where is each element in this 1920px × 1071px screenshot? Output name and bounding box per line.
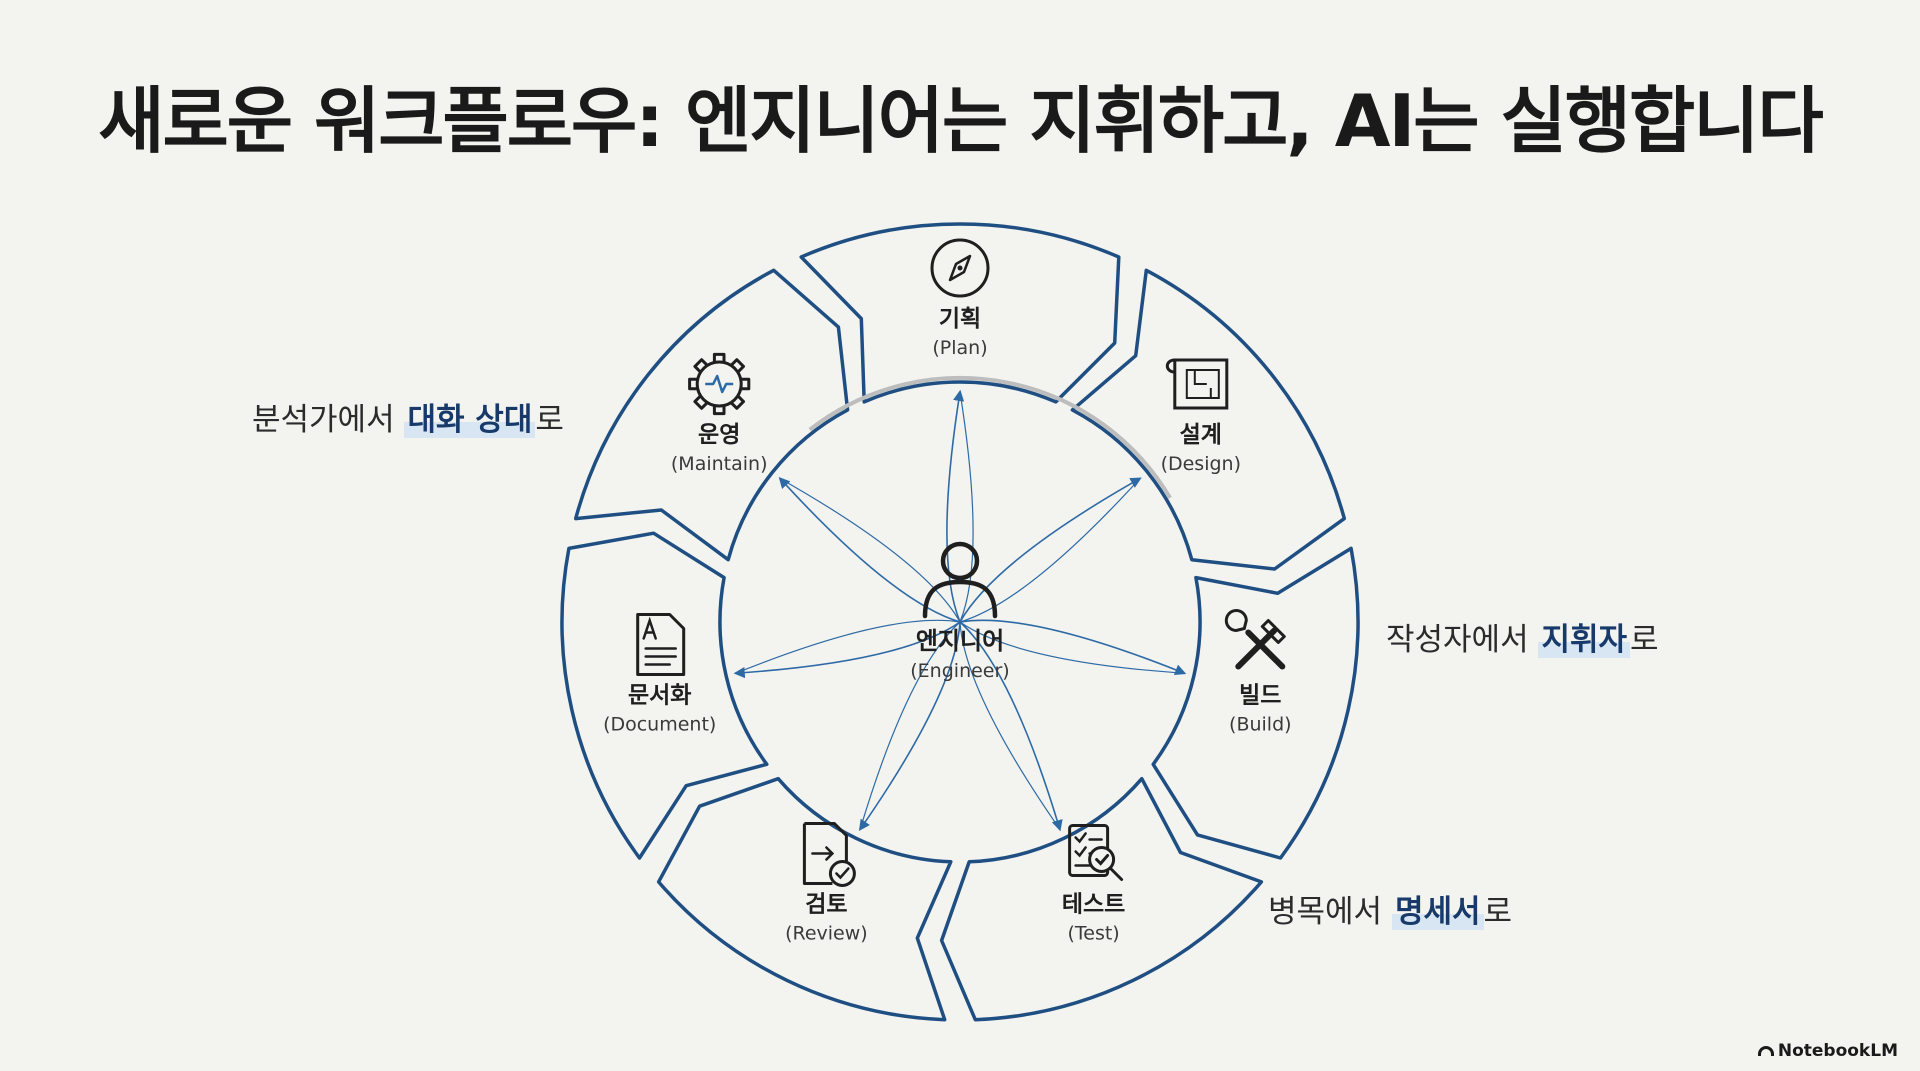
stage-sublabel: (Test): [1067, 923, 1119, 945]
note-build: 작성자에서 지휘자로: [1386, 614, 1659, 659]
note-build-highlight: 지휘자: [1538, 622, 1631, 658]
note-build-pre: 작성자에서: [1386, 622, 1539, 658]
stage-label: 운영: [698, 422, 740, 448]
spoke-curve-test: [959, 621, 1061, 830]
person-icon: [922, 541, 998, 619]
note-maintain-post: 로: [535, 402, 564, 438]
stage-review: 검토 (Review): [785, 822, 868, 945]
notebooklm-icon: [1757, 1046, 1774, 1056]
spoke-curve-document: [735, 619, 961, 674]
note-test: 병목에서 명세서로: [1268, 886, 1512, 931]
stage-segment-build: [1151, 546, 1360, 860]
spoke-arrow-plan: [946, 389, 965, 623]
stage-sublabel: (Build): [1229, 714, 1292, 736]
plan-design-arc: [808, 376, 1172, 499]
note-test-post: 로: [1483, 894, 1513, 930]
note-test-highlight: 명세서: [1391, 894, 1484, 930]
note-maintain-highlight: 대화 상대: [404, 402, 536, 438]
spoke-curve-maintain: [779, 478, 961, 623]
document-text-icon: [636, 613, 686, 676]
stage-label: 빌드: [1239, 683, 1281, 709]
stage-sublabel: (Design): [1161, 453, 1241, 475]
stage-design: 설계 (Design): [1161, 358, 1241, 475]
stage-segment-maintain: [573, 268, 850, 562]
stage-build: 빌드 (Build): [1224, 609, 1292, 736]
stage-label: 검토: [805, 892, 847, 918]
document-check-icon: [802, 822, 856, 887]
spoke-arrow-review: [858, 621, 961, 832]
stage-sublabel: (Review): [785, 923, 868, 945]
stage-sublabel: (Maintain): [671, 453, 768, 475]
spoke-arrow-design: [959, 477, 1142, 623]
center-sublabel: (Engineer): [910, 660, 1009, 682]
stage-segment-test: [939, 776, 1264, 1022]
checklist-search-icon: [1068, 824, 1124, 881]
spoke-curve-build: [959, 621, 1185, 674]
spoke-arrow-maintain: [778, 476, 961, 623]
brand-name: NotebookLM: [1777, 1041, 1898, 1061]
stage-plan: 기획 (Plan): [930, 238, 990, 359]
stage-label: 문서화: [628, 683, 691, 709]
stage-test: 테스트 (Test): [1062, 824, 1125, 945]
spoke-curve-review: [859, 621, 961, 830]
stage-segment-design: [1070, 268, 1347, 571]
tools-icon: [1224, 609, 1286, 670]
stage-segment-plan: [799, 222, 1121, 404]
stage-label: 테스트: [1062, 892, 1125, 918]
stage-document: 문서화 (Document): [603, 613, 716, 736]
engineer-hub: 엔지니어 (Engineer): [910, 541, 1010, 682]
center-label: 엔지니어: [916, 627, 1004, 655]
spoke-curve-design: [959, 478, 1141, 623]
compass-icon: [930, 238, 990, 298]
spoke-curve-plan: [959, 391, 974, 623]
stage-sublabel: (Plan): [932, 337, 987, 359]
spoke-arrow-build: [959, 619, 1187, 676]
stage-label: 기획: [939, 306, 981, 332]
gear-pulse-icon: [688, 352, 751, 416]
stage-maintain: 운영 (Maintain): [671, 352, 768, 475]
page-title: 새로운 워크플로우: 엔지니어는 지휘하고, AI는 실행합니다: [98, 79, 1824, 163]
spoke-arrow-document: [733, 621, 961, 679]
stage-label: 설계: [1180, 422, 1222, 448]
note-test-pre: 병목에서: [1268, 894, 1392, 930]
stage-segment-document: [560, 531, 769, 860]
note-build-post: 로: [1630, 622, 1659, 658]
spoke-arrow-test: [959, 621, 1063, 832]
brand-logo: NotebookLM: [1757, 1041, 1898, 1061]
stage-sublabel: (Document): [603, 714, 716, 736]
blueprint-icon: [1165, 358, 1229, 410]
note-maintain: 분석가에서 대화 상대로: [252, 394, 564, 439]
note-maintain-pre: 분석가에서: [252, 402, 405, 438]
stage-segment-review: [656, 776, 953, 1022]
